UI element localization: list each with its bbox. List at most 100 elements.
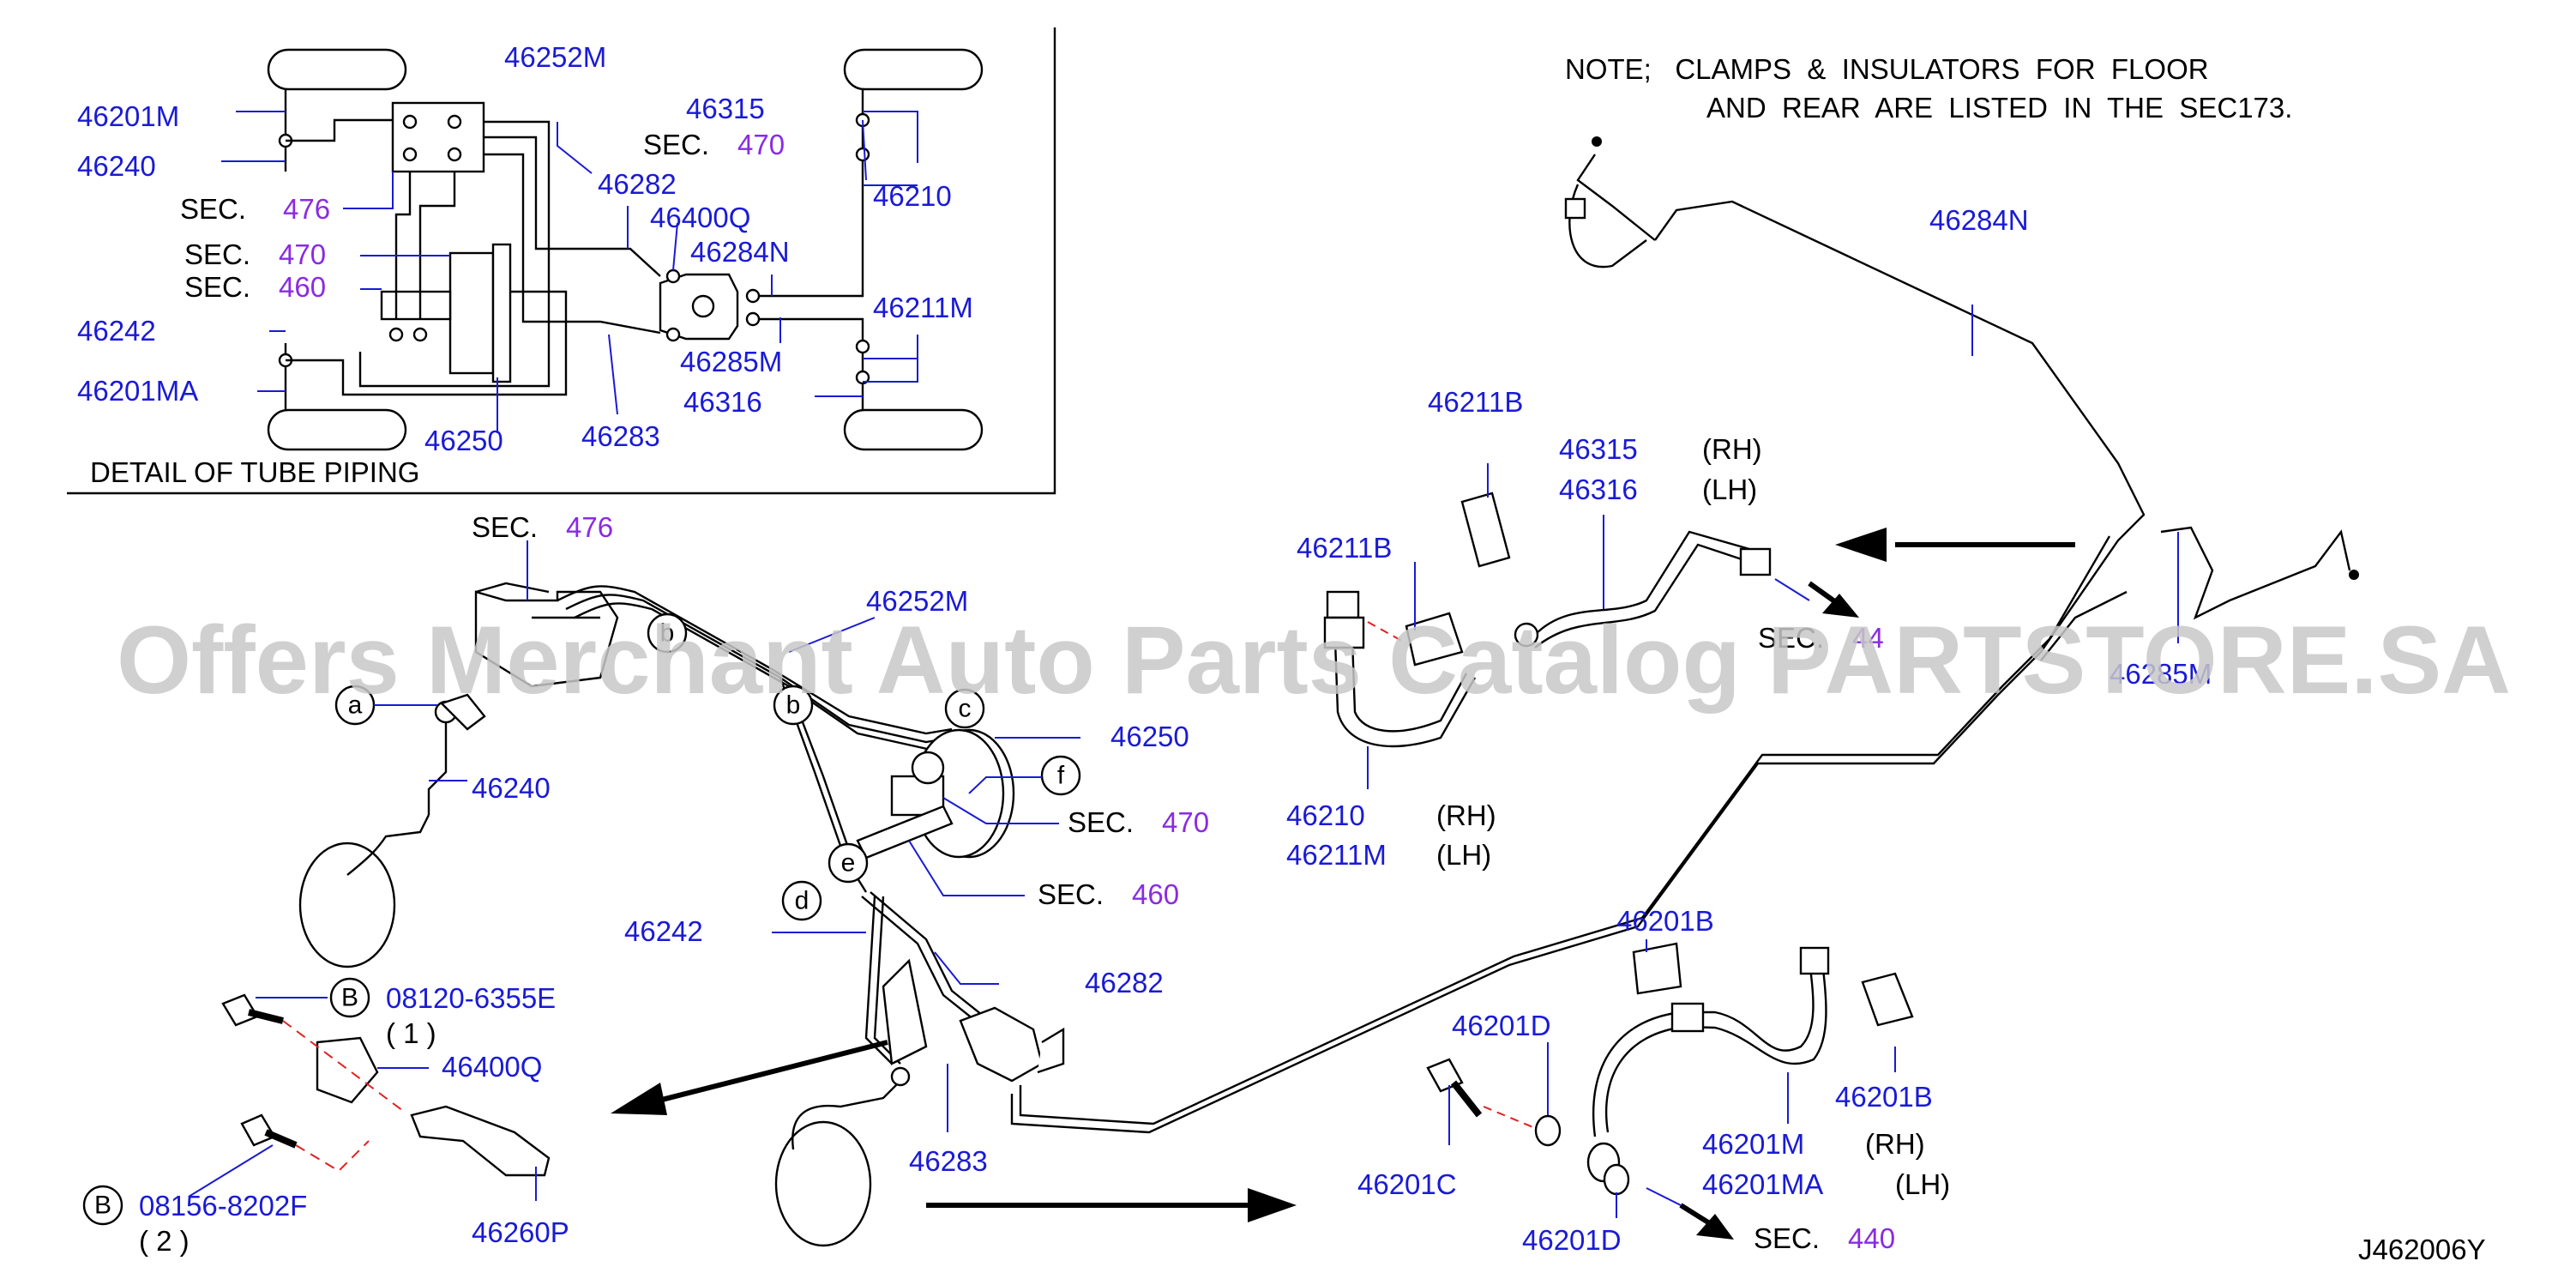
svg-text:B: B bbox=[341, 984, 358, 1012]
master-cylinder-reservoir bbox=[890, 775, 945, 817]
front-46201MA-side: (LH) bbox=[1895, 1168, 1950, 1200]
detail-label-46285M: 46285M bbox=[680, 346, 782, 377]
front-brake-assembly: a b b c d e f SEC. 476 46252M bbox=[298, 511, 1297, 1247]
detail-label-46201MA: 46201MA bbox=[77, 375, 198, 407]
rear-label-46211B-left: 46211B bbox=[1297, 532, 1392, 564]
main-label-46250: 46250 bbox=[1110, 721, 1189, 752]
svg-text:B: B bbox=[94, 1192, 111, 1220]
rear-sec44-label: SEC. bbox=[1758, 622, 1824, 654]
proportioning-valve-shape bbox=[959, 1006, 1044, 1083]
main-sec470-label: SEC. bbox=[1068, 806, 1134, 838]
diagram-id: J462006Y bbox=[2358, 1234, 2486, 1265]
detail-sec460-label: SEC. bbox=[184, 271, 250, 303]
main-sec476-label: SEC. bbox=[472, 511, 538, 543]
rear-right-wheel-shape bbox=[843, 408, 984, 451]
main-sec460-number: 460 bbox=[1132, 878, 1179, 910]
bolt-08120-6355E-label: 08120-6355E bbox=[386, 982, 556, 1014]
arrow-sec440-icon bbox=[1822, 594, 1859, 618]
arrow-sec440-bottom-icon bbox=[1696, 1214, 1734, 1240]
detail-label-46240: 46240 bbox=[77, 150, 156, 182]
note-block: NOTE; CLAMPS & INSULATORS FOR FLOOR AND … bbox=[1565, 53, 2292, 124]
arrow-left-icon bbox=[611, 1083, 667, 1115]
front-sec440-label: SEC. bbox=[1754, 1222, 1820, 1254]
bolt-08156-8202F-label: 08156-8202F bbox=[139, 1190, 307, 1222]
front-sec440-number: 440 bbox=[1848, 1222, 1895, 1254]
svg-text:c: c bbox=[959, 695, 972, 723]
detail-label-46315: 46315 bbox=[686, 93, 765, 124]
detail-sec470-label: SEC. bbox=[184, 238, 250, 270]
front-label-46201M: 46201M bbox=[1702, 1128, 1804, 1160]
svg-text:b: b bbox=[660, 619, 675, 648]
note-line-2: AND REAR ARE LISTED IN THE SEC173. bbox=[1706, 92, 2292, 124]
svg-text:d: d bbox=[795, 887, 810, 915]
actuator-bracket-shape bbox=[316, 1036, 379, 1104]
callout-B-2: B bbox=[82, 1185, 123, 1226]
front-label-46201C: 46201C bbox=[1357, 1168, 1457, 1200]
detail-label-46284N: 46284N bbox=[690, 236, 790, 268]
front-label-46201B-top: 46201B bbox=[1616, 905, 1714, 937]
detail-right-sec470-label: SEC. bbox=[643, 129, 709, 160]
main-sec460-label: SEC. bbox=[1038, 878, 1104, 910]
washer-46201D-top-shape bbox=[1534, 1114, 1562, 1147]
rear-left-hose-shape bbox=[1568, 184, 1647, 268]
rear-46315-side: (RH) bbox=[1702, 433, 1762, 465]
main-label-46242: 46242 bbox=[624, 915, 703, 947]
main-sec476-number: 476 bbox=[566, 511, 613, 543]
rear-label-46284N: 46284N bbox=[1929, 204, 2029, 236]
main-label-46282: 46282 bbox=[1085, 967, 1164, 998]
front-label-46201B-right: 46201B bbox=[1835, 1081, 1933, 1113]
callout-b-2: b bbox=[773, 685, 814, 726]
arrow-left-rear-icon bbox=[1835, 528, 1887, 562]
svg-text:e: e bbox=[841, 849, 856, 878]
front-right-wheel-shape bbox=[843, 48, 984, 91]
actuator-bracket-assembly: B B 08120-6355E ( 1 ) 46400Q 08156-8202F… bbox=[82, 977, 569, 1257]
rear-label-46285M: 46285M bbox=[2110, 658, 2212, 690]
detail-sec460-number: 460 bbox=[279, 271, 326, 303]
washer-46201D-bottom-shape bbox=[1603, 1163, 1630, 1196]
front-left-rotor-shape bbox=[298, 842, 396, 968]
rear-46211M-side: (LH) bbox=[1436, 839, 1491, 871]
callout-d: d bbox=[781, 880, 822, 921]
main-label-46283: 46283 bbox=[909, 1145, 988, 1177]
callout-f: f bbox=[1040, 755, 1081, 796]
callout-a: a bbox=[334, 685, 376, 726]
detail-sec476-number: 476 bbox=[283, 193, 330, 225]
front-label-46201D-bottom: 46201D bbox=[1522, 1224, 1622, 1256]
bracket-46260P-shape bbox=[410, 1105, 551, 1177]
front-46201M-side: (RH) bbox=[1865, 1128, 1925, 1160]
arrow-right-icon bbox=[1248, 1188, 1297, 1222]
clip-46211B-top-shape bbox=[1460, 492, 1511, 568]
rear-46316-side: (LH) bbox=[1702, 474, 1757, 505]
rear-label-46315: 46315 bbox=[1559, 433, 1638, 465]
svg-text:b: b bbox=[786, 691, 801, 720]
svg-text:f: f bbox=[1057, 762, 1065, 790]
main-label-46252M: 46252M bbox=[866, 585, 968, 617]
detail-right-sec470-number: 470 bbox=[737, 129, 785, 160]
rear-46210-side: (RH) bbox=[1436, 799, 1496, 831]
watermark-text: Offers Merchant Auto Parts Catalog PARTS… bbox=[117, 606, 2511, 714]
clip-46201B-right-shape bbox=[1861, 972, 1914, 1027]
detail-label-46400Q: 46400Q bbox=[650, 202, 750, 233]
front-label-46201D-top: 46201D bbox=[1452, 1010, 1551, 1041]
callout-b-1: b bbox=[647, 612, 688, 654]
rear-label-46211B-top: 46211B bbox=[1428, 386, 1523, 418]
abs-actuator-shape bbox=[391, 101, 485, 173]
detail-label-46211M: 46211M bbox=[873, 292, 973, 323]
front-label-46201MA: 46201MA bbox=[1702, 1168, 1823, 1200]
detail-label-46250: 46250 bbox=[424, 425, 503, 456]
detail-sec476-label: SEC. bbox=[180, 193, 246, 225]
bolt-1-quantity: ( 1 ) bbox=[386, 1017, 436, 1049]
detail-label-46252M: 46252M bbox=[504, 41, 606, 73]
hose-46201M-shape bbox=[1592, 960, 1815, 1137]
hose-46210-shape bbox=[1332, 591, 1477, 748]
detail-label-46316: 46316 bbox=[683, 386, 762, 418]
rear-sec44-number: 44 bbox=[1852, 622, 1884, 654]
rear-left-wheel-shape bbox=[267, 408, 407, 451]
rear-label-46210: 46210 bbox=[1286, 799, 1365, 831]
master-cylinder-shape bbox=[448, 251, 495, 375]
detail-label-46283: 46283 bbox=[581, 420, 660, 452]
detail-label-46201M: 46201M bbox=[77, 100, 179, 132]
callout-c: c bbox=[944, 688, 985, 729]
rear-label-46211M: 46211M bbox=[1286, 839, 1387, 871]
